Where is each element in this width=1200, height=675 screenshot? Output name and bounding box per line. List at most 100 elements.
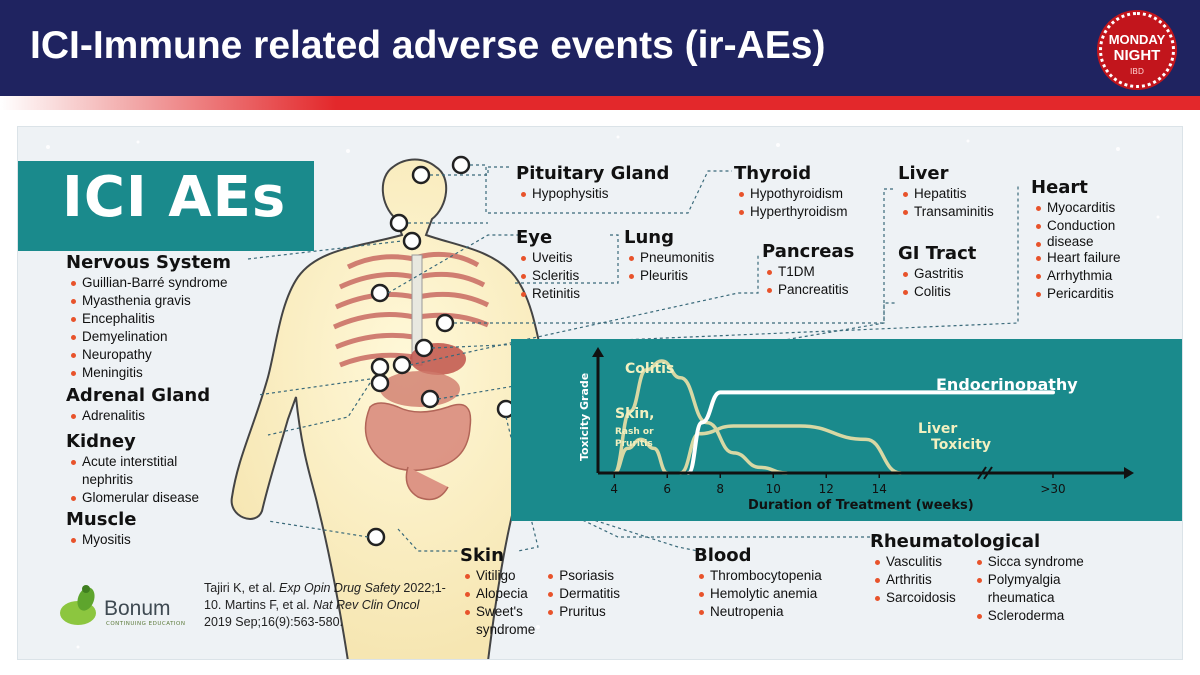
x-tick-label: 8 [716,482,724,496]
list-item: Colitis [898,283,976,301]
list-item: Sarcoidosis [870,589,956,607]
bonum-name: Bonum [104,597,171,620]
list-item: Myocarditis [1031,199,1121,217]
list-item: Uveitis [516,249,580,267]
y-axis-label: Toxicity Grade [578,373,591,461]
list-item: Sicca syndrome [972,553,1084,571]
list-item-continuation: syndrome [476,622,536,637]
list-item: Vitiligo [460,567,535,585]
list-item: Sweet's [460,603,535,621]
section-title: Pancreas [762,241,855,262]
list-item: Neutropenia [694,603,822,621]
list-item: Neuropathy [66,346,231,364]
diagram-panel: ICI AEs Nervous System Guillian-Barré sy… [17,126,1183,660]
marker-kidney [370,373,390,393]
section-muscle: Muscle Myositis [66,509,137,549]
monday-night-ibd-logo: MONDAY NIGHT IBD [1099,12,1175,88]
x-axis-label: Duration of Treatment (weeks) [748,498,974,513]
x-tick-label: 10 [766,482,781,496]
citation-part: 2019 Sep;16(9):563-580. [204,615,343,629]
marker-thyroid [389,213,409,233]
list-item: Myasthenia gravis [66,292,231,310]
background-speckles [46,135,1160,649]
list-item-continuation: rheumatica [987,590,1055,605]
list-item: Arrhythmia [1031,267,1121,285]
logo-line2: NIGHT [1113,47,1161,64]
section-blood: Blood Thrombocytopenia Hemolytic anemia … [694,545,822,621]
list-item: Meningitis [66,364,231,382]
list-item: Alopecia [460,585,535,603]
list-item: Conduction [1031,217,1121,235]
list-item: Polymyalgia [972,571,1084,589]
section-thyroid: Thyroid Hypothyroidism Hyperthyroidism [734,163,848,221]
x-tick-label: 14 [872,482,887,496]
x-tick-label: >30 [1040,482,1065,496]
skin-column-2: Psoriasis Dermatitis Pruritus [543,567,620,639]
citation-journal: Nat Rev [313,598,359,612]
axis-break [977,466,993,480]
section-title: Lung [624,227,674,248]
bonum-logo: Bonum CONTINUING EDUCATION [56,583,196,633]
section-skin: Skin Vitiligo Alopecia Sweet's syndrome … [460,545,620,639]
section-kidney: Kidney Acute interstitial nephritis Glom… [66,431,199,507]
list-item-continuation: disease [1031,235,1121,249]
header-accent-band [0,96,1200,110]
section-eye: Eye Uveitis Scleritis Retinitis [516,227,580,303]
section-pancreas: Pancreas T1DM Pancreatitis [762,241,854,299]
list-item: Hemolytic anemia [694,585,822,603]
list-item: T1DM [762,263,854,281]
rheum-column-2: Sicca syndrome Polymyalgia rheumatica Sc… [972,553,1084,625]
list-item: Demyelination [66,328,231,346]
list-item: Pericarditis [1031,285,1121,303]
stomach-organ [380,371,460,407]
section-title: Thyroid [734,163,812,184]
series-line-liver-toxicity [678,424,903,475]
list-item: Encephalitis [66,310,231,328]
section-adrenal-gland: Adrenal Gland Adrenalitis [66,385,210,425]
section-title: Nervous System [66,252,232,273]
list-item: Glomerular disease [66,489,199,507]
x-tick-label: 12 [819,482,834,496]
section-gi-tract: GI Tract Gastritis Colitis [898,243,976,301]
section-title: Skin [460,545,504,566]
section-title: Heart [1031,177,1088,198]
list-item: Transaminitis [898,203,994,221]
list-item-continuation: nephritis [82,472,134,487]
citation-journal: Clin Oncol [361,598,420,612]
x-tick-label: 6 [663,482,671,496]
series-label-liver-toxicity: Toxicity [931,437,991,453]
rheum-column-1: Vasculitis Arthritis Sarcoidosis [870,553,956,625]
series-label-skin-rash: Rash or [615,427,654,437]
ribcage [332,251,490,368]
list-item: Acute interstitial [66,453,199,471]
section-title: Muscle [66,509,137,530]
list-item: Gastritis [898,265,976,283]
logo-line1: MONDAY [1108,32,1166,47]
series-label-skin: Skin, [615,406,654,422]
section-rheumatological: Rheumatological Vasculitis Arthritis Sar… [870,531,1084,625]
section-nervous-system: Nervous System Guillian-Barré syndrome M… [66,252,231,382]
citation-part: 2022;1-10. Martins F, et al. [204,581,446,612]
list-item: Heart failure [1031,249,1121,267]
section-title: GI Tract [898,243,977,264]
marker-heart [435,313,455,333]
section-title: Eye [516,227,553,248]
section-title: Blood [694,545,752,566]
list-item: Hyperthyroidism [734,203,848,221]
section-title: Liver [898,163,949,184]
citation-part: Tajiri K, et al. [204,581,280,595]
x-axis-arrow [1124,467,1134,479]
list-item: Vasculitis [870,553,956,571]
series-label-skin-pruritis: Pruritis [615,439,653,449]
section-pituitary-gland: Pituitary Gland Hypophysitis [516,163,669,203]
list-item: Pruritus [543,603,620,621]
list-item: Myositis [66,531,137,549]
ici-aes-title: ICI AEs [62,165,287,230]
list-item: Arthritis [870,571,956,589]
series-label-endocrinopathy: Endocrinopathy [936,375,1078,394]
list-item: Thrombocytopenia [694,567,822,585]
skin-column-1: Vitiligo Alopecia Sweet's syndrome [460,567,535,639]
section-title: Adrenal Gland [66,385,211,406]
